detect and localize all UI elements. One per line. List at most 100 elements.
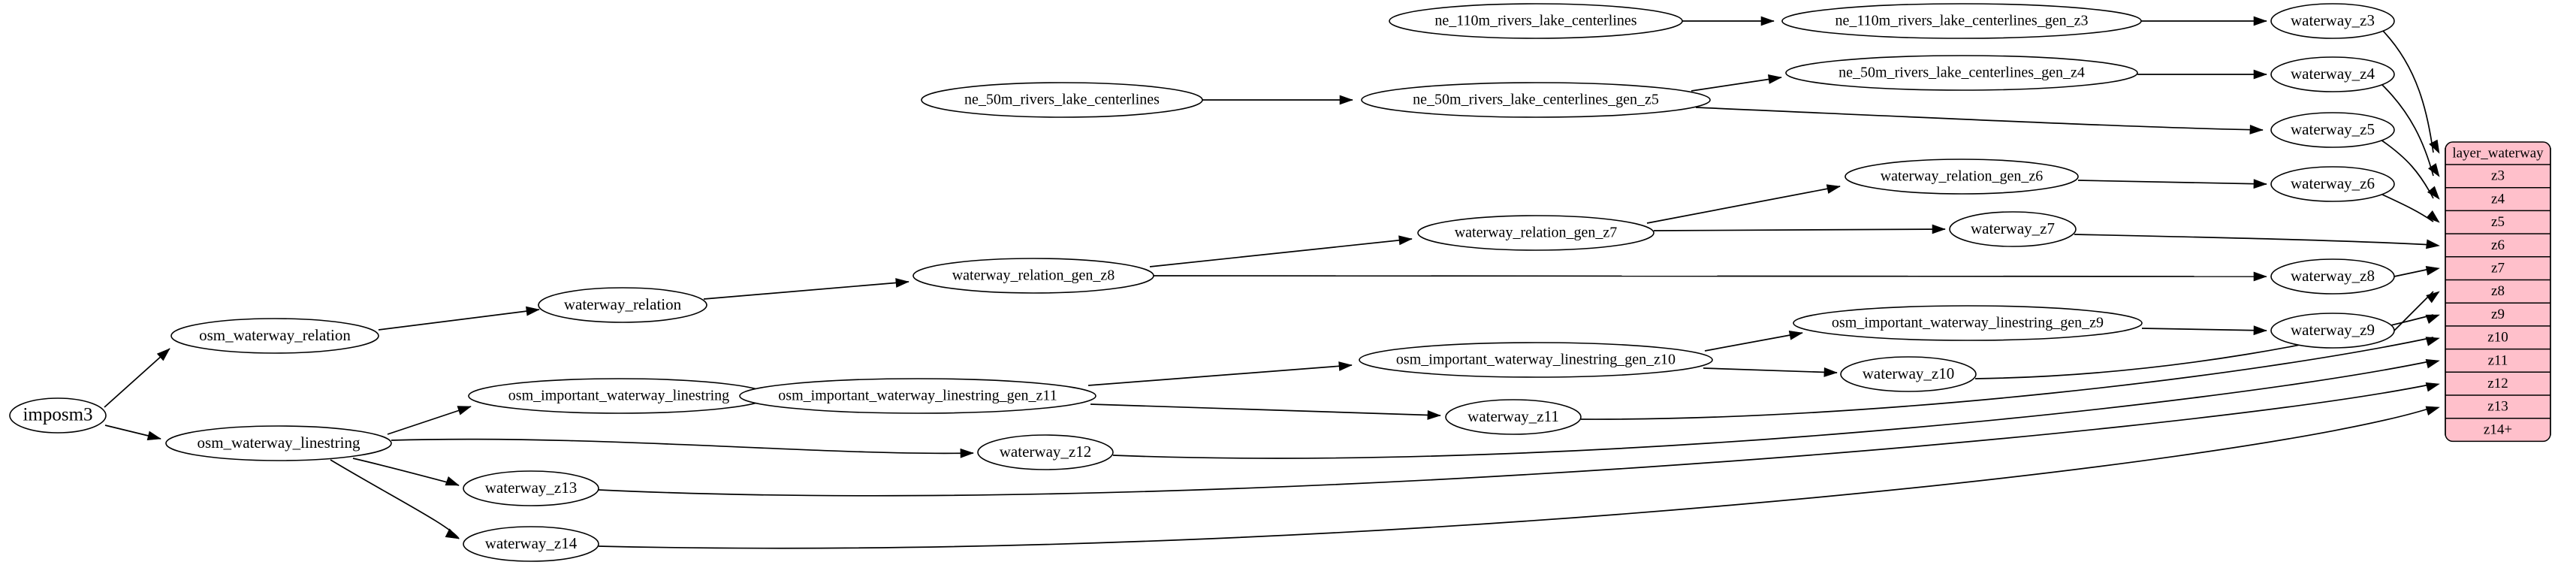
node-waterway_z13[interactable]: waterway_z13 — [463, 470, 599, 506]
node-waterway_z10[interactable]: waterway_z10 — [1840, 356, 1977, 392]
table-row-z6[interactable]: z6 — [2445, 233, 2550, 253]
node-osm_waterway_linestring[interactable]: osm_waterway_linestring — [165, 425, 392, 461]
table-row-z11[interactable]: z11 — [2445, 348, 2550, 369]
node-waterway_z9[interactable]: waterway_z9 — [2270, 313, 2395, 349]
arrowhead — [445, 528, 460, 539]
edge-waterway_relation_gen_z7-to-waterway_relation_gen_z6 — [1646, 186, 1841, 224]
table-row-label: z13 — [2487, 399, 2508, 415]
edge-osm_important_waterway_linestring_gen_z11-to-waterway_z11 — [1090, 403, 1441, 416]
arrowhead — [457, 406, 472, 415]
node-label: waterway_z10 — [1863, 364, 1954, 382]
arrowhead — [2429, 139, 2440, 154]
table-row-label: z9 — [2491, 307, 2505, 322]
node-label: ne_50m_rivers_lake_centerlines — [964, 92, 1160, 108]
arrowhead — [2253, 325, 2267, 336]
node-waterway_z11[interactable]: waterway_z11 — [1445, 399, 1582, 435]
table-row-z4[interactable]: z4 — [2445, 186, 2550, 207]
node-ne_50m_rivers_lake_centerlines[interactable]: ne_50m_rivers_lake_centerlines — [921, 82, 1203, 118]
node-label: ne_50m_rivers_lake_centerlines_gen_z4 — [1838, 65, 2085, 81]
node-osm_waterway_relation[interactable]: osm_waterway_relation — [170, 318, 379, 354]
table-row-z3[interactable]: z3 — [2491, 168, 2505, 184]
node-ellipse — [912, 258, 1154, 294]
node-waterway_z5[interactable]: waterway_z5 — [2270, 112, 2395, 148]
node-label: waterway_z9 — [2291, 321, 2375, 339]
node-waterway_relation[interactable]: waterway_relation — [538, 287, 707, 323]
node-label: waterway_z12 — [1000, 443, 1091, 461]
node-label: waterway_z7 — [1971, 219, 2055, 237]
edge-osm_waterway_linestring-to-waterway_z14 — [330, 459, 460, 539]
arrowhead — [1767, 74, 1782, 84]
node-label: waterway_z14 — [485, 534, 578, 552]
table-row-z9[interactable]: z9 — [2445, 302, 2550, 322]
node-label: ne_110m_rivers_lake_centerlines_gen_z3 — [1835, 13, 2089, 29]
table-row-z10[interactable]: z10 — [2445, 325, 2550, 346]
arrowhead — [2253, 179, 2267, 189]
node-waterway_relation_gen_z7[interactable]: waterway_relation_gen_z7 — [1417, 215, 1654, 251]
edge-waterway_z13-to-layer_row_z13 — [598, 383, 2434, 497]
node-ne_50m_rivers_lake_centerlines_gen_z5[interactable]: ne_50m_rivers_lake_centerlines_gen_z5 — [1361, 82, 1711, 118]
arrowhead — [1427, 409, 1441, 420]
arrowhead — [2425, 406, 2440, 415]
edge-osm_important_waterway_linestring_gen_z10-to-osm_important_waterway_linestring_gen_z9 — [1704, 332, 1803, 352]
table-row-z14plus[interactable]: z14+ — [2445, 417, 2550, 438]
node-waterway_relation_gen_z7b[interactable]: waterway_z7 — [1949, 211, 2077, 247]
arrowhead — [2253, 69, 2267, 80]
table-row-z5[interactable]: z5 — [2445, 210, 2550, 230]
node-label: ne_50m_rivers_lake_centerlines_gen_z5 — [1413, 92, 1659, 108]
arrowhead — [2425, 382, 2440, 392]
nodes-layer: imposm3 osm_waterway_relation osm_waterway… — [9, 3, 2395, 562]
node-waterway_relation_gen_z8[interactable]: waterway_relation_gen_z8 — [912, 258, 1154, 294]
arrowhead — [2425, 314, 2440, 324]
node-osm_important_waterway_linestring_gen_z9[interactable]: osm_important_waterway_linestring_gen_z9 — [1793, 305, 2143, 341]
arrowhead — [2425, 358, 2440, 369]
arrowhead — [2428, 163, 2440, 177]
edge-waterway_relation-to-waterway_relation_gen_z8 — [703, 281, 909, 300]
edge-imposm3-to-osm_waterway_relation — [104, 348, 170, 408]
edge-waterway_z9-to-layer_row_z9 — [2394, 291, 2434, 331]
edge-waterway_z14-to-layer_row_z14 — [598, 406, 2434, 549]
node-label: osm_waterway_linestring — [198, 434, 360, 452]
edges-layer — [104, 20, 2434, 549]
node-waterway_z4[interactable]: waterway_z4 — [2270, 56, 2395, 92]
node-waterway_z8[interactable]: waterway_z8 — [2270, 258, 2395, 295]
table-row-z7[interactable]: z7 — [2445, 256, 2550, 276]
node-ellipse — [1793, 305, 2143, 341]
node-ne_50m_rivers_lake_centerlines_gen_z4[interactable]: ne_50m_rivers_lake_centerlines_gen_z4 — [1785, 55, 2138, 91]
node-ellipse — [170, 318, 379, 354]
arrowhead — [2426, 210, 2440, 223]
node-osm_important_waterway_linestring_gen_z11[interactable]: osm_important_waterway_linestring_gen_z1… — [739, 378, 1096, 414]
node-label: osm_important_waterway_linestring — [508, 388, 729, 404]
node-label: osm_waterway_relation — [199, 326, 351, 344]
table-row-z12[interactable]: z12 — [2445, 371, 2550, 391]
node-waterway_relation_gen_z6[interactable]: waterway_relation_gen_z6 — [1845, 159, 2079, 195]
arrowhead — [2426, 239, 2440, 249]
node-ne_110m_rivers_lake_centerlines[interactable]: ne_110m_rivers_lake_centerlines — [1389, 3, 1683, 39]
edge-osm_waterway_linestring-to-osm_important_waterway_linestring — [387, 406, 472, 435]
node-ellipse — [977, 434, 1114, 470]
edge-waterway_relation_gen_z7-to-waterway_relation_gen_z7b — [1653, 228, 1946, 231]
node-label: waterway_z11 — [1467, 407, 1559, 425]
node-waterway_z3[interactable]: waterway_z3 — [2270, 3, 2395, 39]
table-row-z8[interactable]: z8 — [2445, 279, 2550, 300]
layer-waterway-table[interactable]: layer_waterwayz3z4z5z6z7z8z9z10z11z12z13… — [2445, 141, 2551, 443]
arrowhead — [2425, 337, 2440, 346]
node-osm_important_waterway_linestring_gen_z10[interactable]: osm_important_waterway_linestring_gen_z1… — [1359, 342, 1713, 378]
node-waterway_z6[interactable]: waterway_z6 — [2270, 166, 2395, 202]
node-ne_110m_rivers_lake_centerlines_gen_z3[interactable]: ne_110m_rivers_lake_centerlines_gen_z3 — [1781, 3, 2142, 39]
edge-waterway_relation_gen_z6-to-waterway_z6 — [2077, 180, 2267, 185]
edge-osm_waterway_relation-to-waterway_relation — [378, 309, 540, 331]
node-waterway_z12[interactable]: waterway_z12 — [977, 434, 1114, 470]
node-waterway_z14[interactable]: waterway_z14 — [463, 526, 599, 562]
node-imposm3[interactable]: imposm3 — [9, 397, 107, 434]
arrowhead — [146, 431, 161, 441]
node-ellipse — [2270, 166, 2395, 202]
table-row-z13[interactable]: z13 — [2445, 394, 2550, 415]
node-osm_important_waterway_linestring[interactable]: osm_important_waterway_linestring — [468, 378, 770, 414]
arrowhead — [1823, 367, 1838, 377]
node-label: waterway_relation_gen_z6 — [1881, 168, 2044, 185]
arrowhead — [1398, 235, 1413, 246]
node-label: osm_important_waterway_linestring_gen_z9 — [1832, 315, 2104, 331]
arrowhead — [526, 306, 540, 316]
